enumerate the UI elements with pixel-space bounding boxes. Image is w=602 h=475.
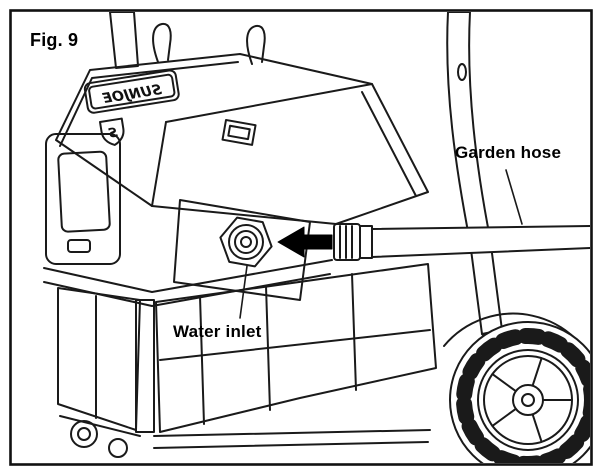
lower-body [57,263,437,449]
handle-tube-right [446,12,503,353]
handle-tube-left [109,12,139,69]
callout-garden-hose: Garden hose [455,143,562,162]
mid-body-band [43,259,333,307]
inlet-console [173,199,311,301]
front-left-panel [45,133,121,265]
connection-direction-arrow-icon [277,226,333,258]
figure-label: Fig. 9 [30,30,79,50]
figure-border [9,9,593,466]
garden-hose [333,223,590,261]
wheel [443,312,590,463]
callout-water-inlet: Water inlet [173,322,262,341]
water-inlet-fitting [219,216,273,268]
pump-details [59,415,141,458]
brand-plate: SUNJOE [83,69,180,114]
accessory-hooks [152,22,266,65]
leader-line-garden-hose [505,169,523,225]
machine-top-lid [55,53,429,225]
brand-logo-shield: S [99,117,125,146]
leader-line-water-inlet [239,265,248,319]
